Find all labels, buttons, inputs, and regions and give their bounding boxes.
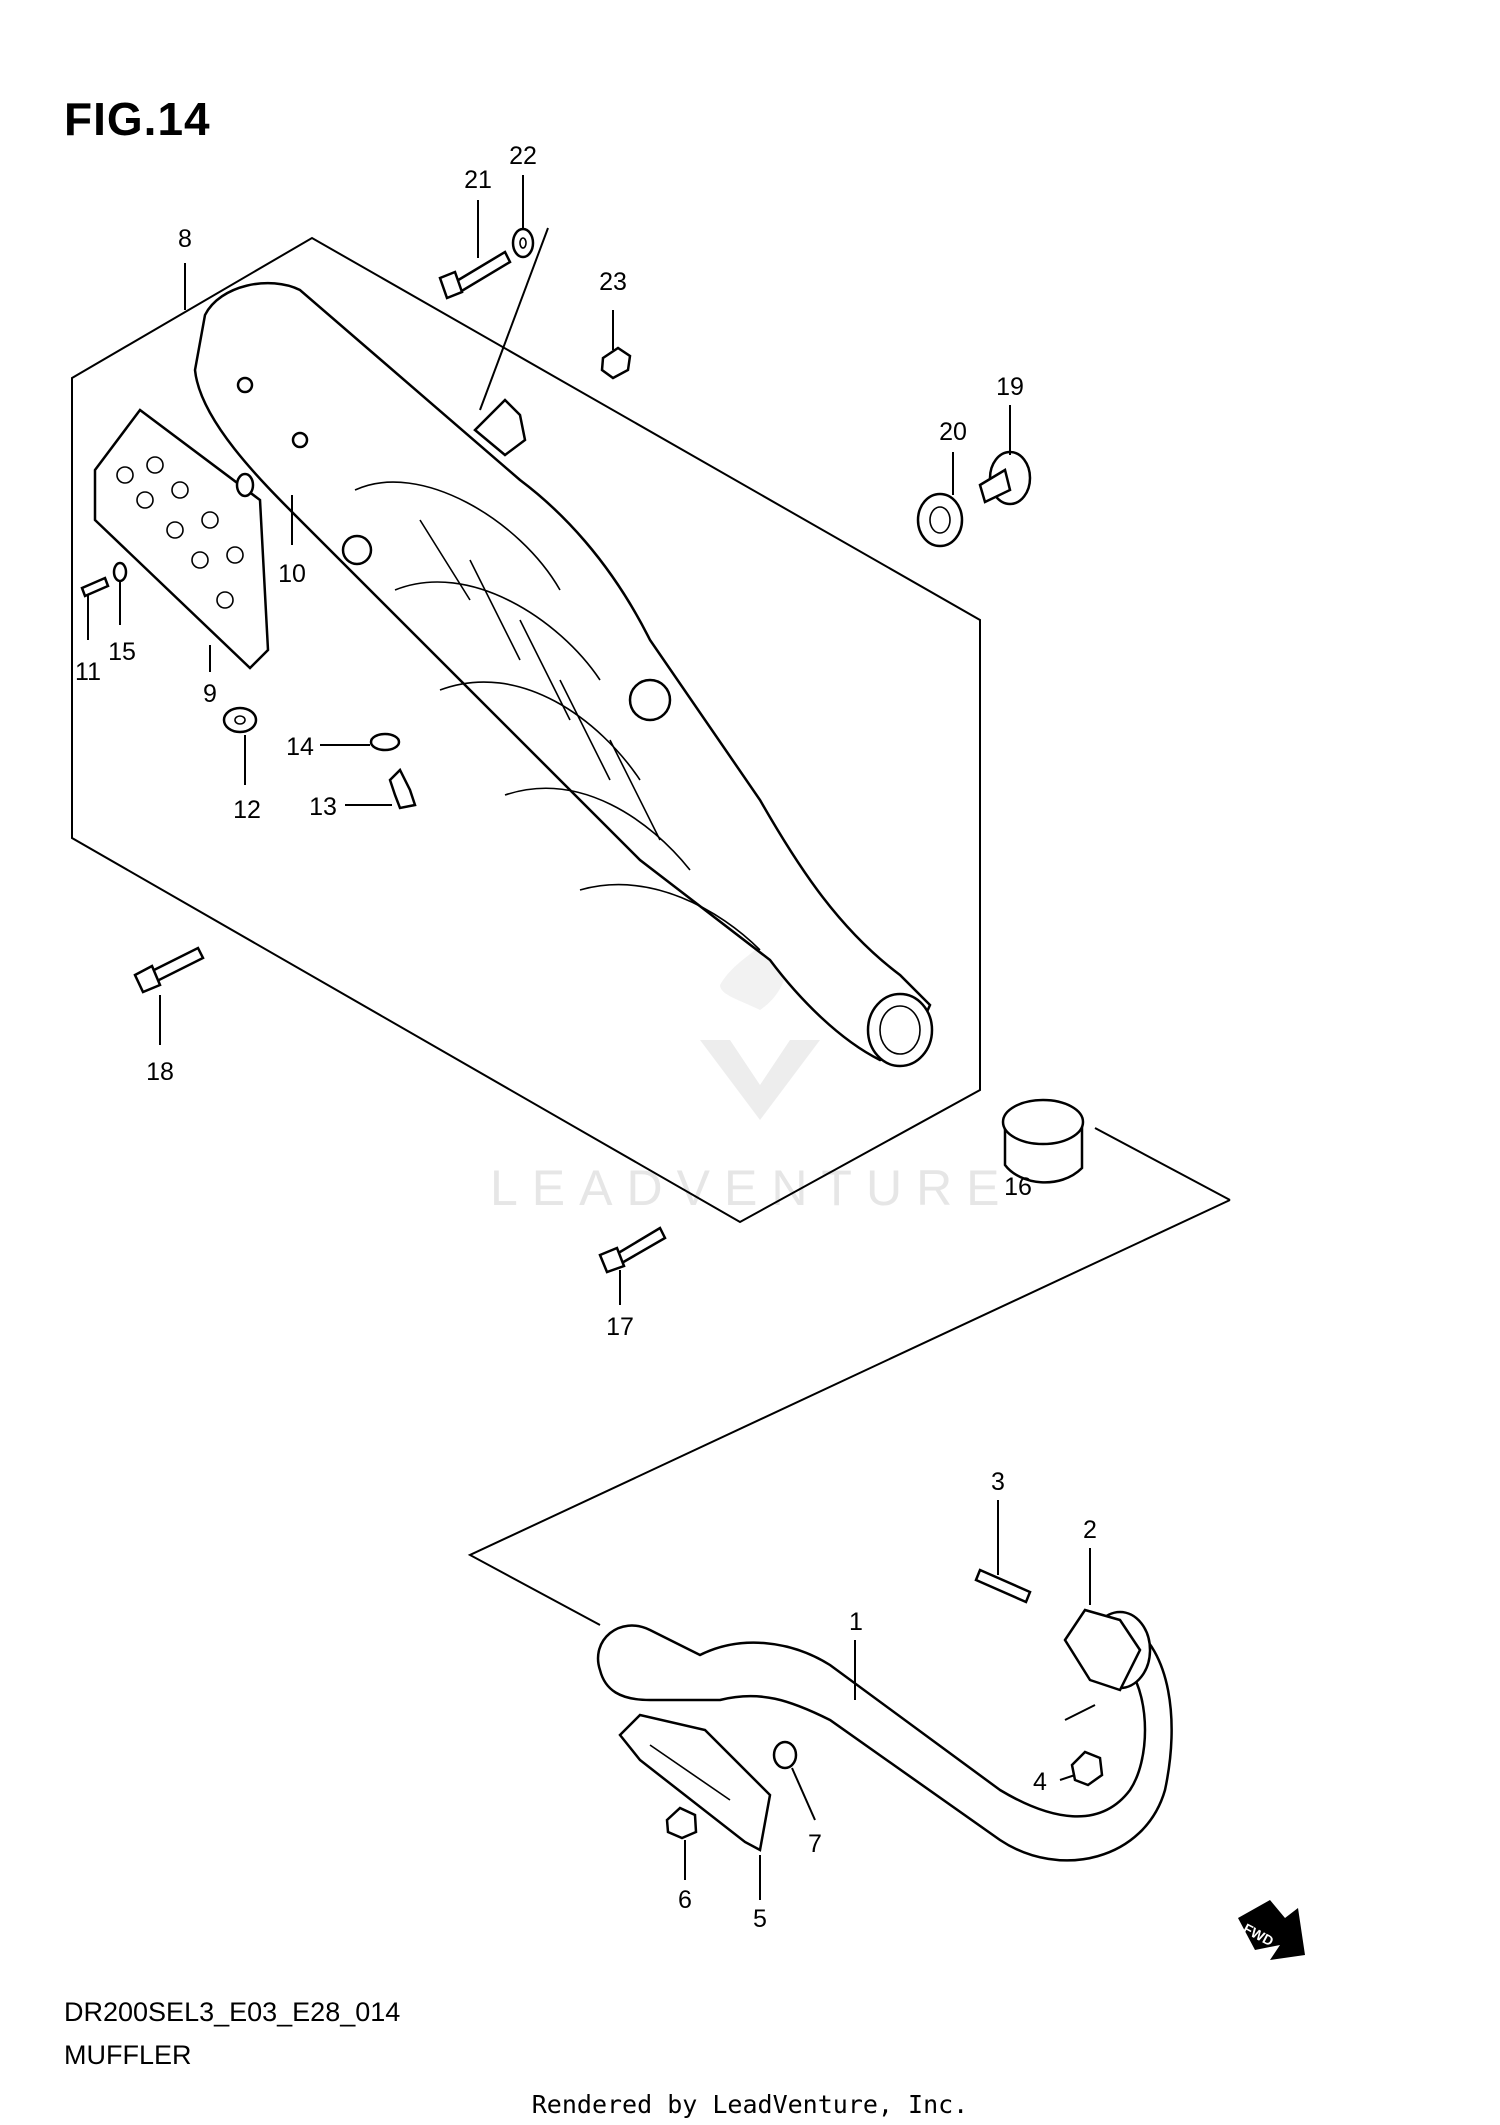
callout-7: 7 (808, 1830, 822, 1858)
nut-4[interactable] (1070, 1750, 1104, 1787)
callout-16: 16 (1004, 1173, 1032, 1201)
callout-2: 2 (1083, 1516, 1097, 1544)
muffler-body[interactable] (193, 281, 934, 1068)
washer-7[interactable] (772, 1740, 798, 1770)
callout-1: 1 (849, 1608, 863, 1636)
diagram-code: DR200SEL3_E03_E28_014 (64, 1997, 401, 2027)
leader-lines (87, 175, 1096, 1900)
flange-2[interactable] (1063, 1608, 1142, 1692)
bolt-21[interactable] (438, 250, 512, 300)
callout-4: 4 (1033, 1768, 1047, 1796)
figure-title: FIG.14 (64, 93, 211, 145)
muffler-group-outline (71, 236, 981, 1224)
collar-19[interactable] (978, 450, 1032, 506)
watermark-text: LEADVENTURE (490, 1160, 1014, 1216)
callout-labels: 8 21 22 23 19 20 10 11 15 9 14 12 13 18 … (75, 142, 1097, 1933)
callout-10: 10 (278, 560, 306, 588)
callout-23: 23 (599, 268, 627, 296)
callout-15: 15 (108, 638, 136, 666)
bolt-17[interactable] (598, 1226, 667, 1274)
pipe-protector-5[interactable] (618, 1713, 772, 1852)
screw-11[interactable] (80, 576, 110, 598)
bolt-13[interactable] (388, 767, 417, 810)
pipe-connection-line (1094, 1127, 1231, 1201)
diagram-name: MUFFLER (64, 2040, 192, 2070)
washer-22[interactable] (511, 227, 535, 259)
washer-15[interactable] (112, 561, 128, 583)
washer-14[interactable] (369, 732, 401, 752)
callout-11: 11 (75, 658, 101, 686)
stud-3[interactable] (974, 1568, 1032, 1604)
callout-18: 18 (146, 1058, 174, 1086)
callout-14: 14 (286, 733, 314, 761)
callout-17: 17 (606, 1313, 634, 1341)
heat-shield[interactable] (93, 408, 270, 670)
gasket-16[interactable] (1001, 1098, 1085, 1184)
callout-6: 6 (678, 1886, 692, 1914)
grommet-20[interactable] (916, 492, 964, 548)
nut-23[interactable] (600, 346, 632, 380)
washer-12[interactable] (222, 706, 258, 734)
callout-21: 21 (464, 166, 492, 194)
callout-5: 5 (753, 1905, 767, 1933)
callout-19: 19 (996, 373, 1024, 401)
callout-9: 9 (203, 680, 217, 708)
bolt-18[interactable] (133, 946, 205, 994)
callout-20: 20 (939, 418, 967, 446)
fwd-arrow-icon: FWD (1238, 1900, 1305, 1960)
callout-22: 22 (509, 142, 537, 170)
callout-8: 8 (178, 225, 192, 253)
washer-10[interactable] (235, 472, 255, 498)
exhaust-pipe-group-line (467, 1199, 1231, 1626)
callout-12: 12 (233, 796, 261, 824)
callout-3: 3 (991, 1468, 1005, 1496)
callout-13: 13 (309, 793, 337, 821)
bolt-6[interactable] (665, 1806, 698, 1840)
watermark: LEADVENTURE (490, 915, 1014, 1216)
rendered-by-footer: Rendered by LeadVenture, Inc. (531, 2090, 969, 2119)
